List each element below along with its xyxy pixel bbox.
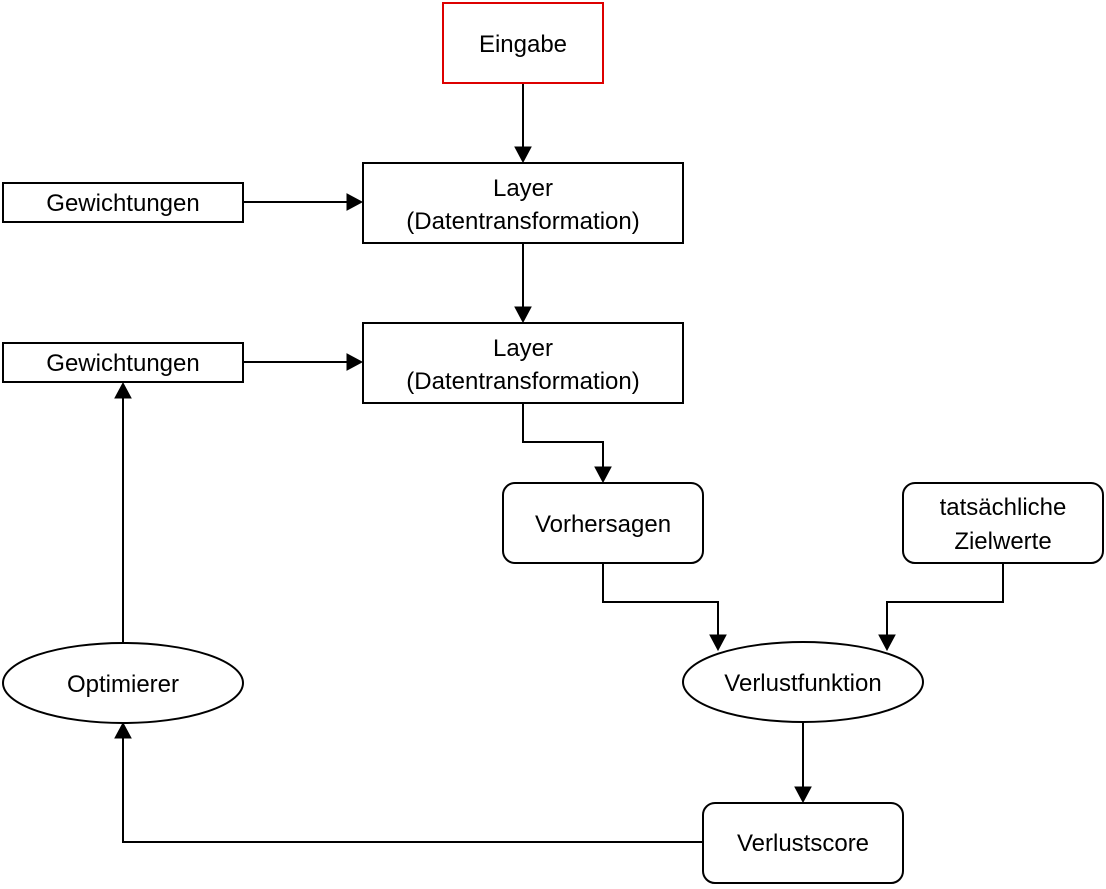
optimierer-ellipse: [2, 642, 244, 724]
node-layer-1: Layer (Datentransformation): [362, 162, 684, 244]
arrow-head-icon: [709, 634, 727, 652]
verlustscore-box: [702, 802, 904, 884]
node-zielwerte: tatsächliche Zielwerte: [902, 482, 1104, 564]
verlustfunktion-label: Verlustfunktion: [724, 670, 881, 697]
layer-2-title: Layer: [493, 335, 553, 362]
vorhersagen-label: Vorhersagen: [535, 511, 671, 538]
edges-group: [114, 83, 1004, 843]
gewichtungen-2-box: [2, 342, 244, 383]
arrow-head-icon: [346, 353, 364, 371]
eingabe-box: [442, 2, 604, 84]
arrow-head-icon: [794, 786, 812, 804]
edge-zielwerte-to-verlustfunktion: [886, 563, 1004, 638]
edge-layer-2-to-vorhersagen: [522, 403, 604, 470]
verlustscore-label: Verlustscore: [737, 830, 869, 857]
optimierer-label: Optimierer: [67, 671, 179, 698]
zielwerte-line-2: Zielwerte: [954, 528, 1051, 555]
node-verlustscore: Verlustscore: [702, 802, 904, 884]
arrow-head-icon: [514, 306, 532, 324]
arrow-head-icon: [114, 721, 132, 739]
node-eingabe: Eingabe: [442, 2, 604, 84]
arrow-head-icon: [514, 146, 532, 164]
verlustfunktion-ellipse: [682, 641, 924, 723]
layer-2-subtitle: (Datentransformation): [406, 368, 639, 395]
node-verlustfunktion: Verlustfunktion: [682, 641, 924, 723]
vorhersagen-box: [502, 482, 704, 564]
eingabe-label: Eingabe: [479, 31, 567, 58]
gewichtungen-2-label: Gewichtungen: [46, 350, 199, 377]
zielwerte-line-1: tatsächliche: [940, 494, 1067, 521]
node-gewichtungen-2: Gewichtungen: [2, 342, 244, 383]
layer-1-box: [362, 162, 684, 244]
layer-1-title: Layer: [493, 175, 553, 202]
arrow-head-icon: [346, 193, 364, 211]
arrow-head-icon: [878, 634, 896, 652]
node-gewichtungen-1: Gewichtungen: [2, 182, 244, 223]
node-optimierer: Optimierer: [2, 642, 244, 724]
gewichtungen-1-label: Gewichtungen: [46, 190, 199, 217]
gewichtungen-1-box: [2, 182, 244, 223]
node-layer-2: Layer (Datentransformation): [362, 322, 684, 404]
edge-verlustscore-to-optimierer: [122, 735, 703, 843]
zielwerte-box: [902, 482, 1104, 564]
edge-vorhersagen-to-verlustfunktion: [602, 563, 719, 638]
arrow-head-icon: [114, 381, 132, 399]
arrow-head-icon: [594, 466, 612, 484]
layer-2-box: [362, 322, 684, 404]
node-vorhersagen: Vorhersagen: [502, 482, 704, 564]
layer-1-subtitle: (Datentransformation): [406, 208, 639, 235]
